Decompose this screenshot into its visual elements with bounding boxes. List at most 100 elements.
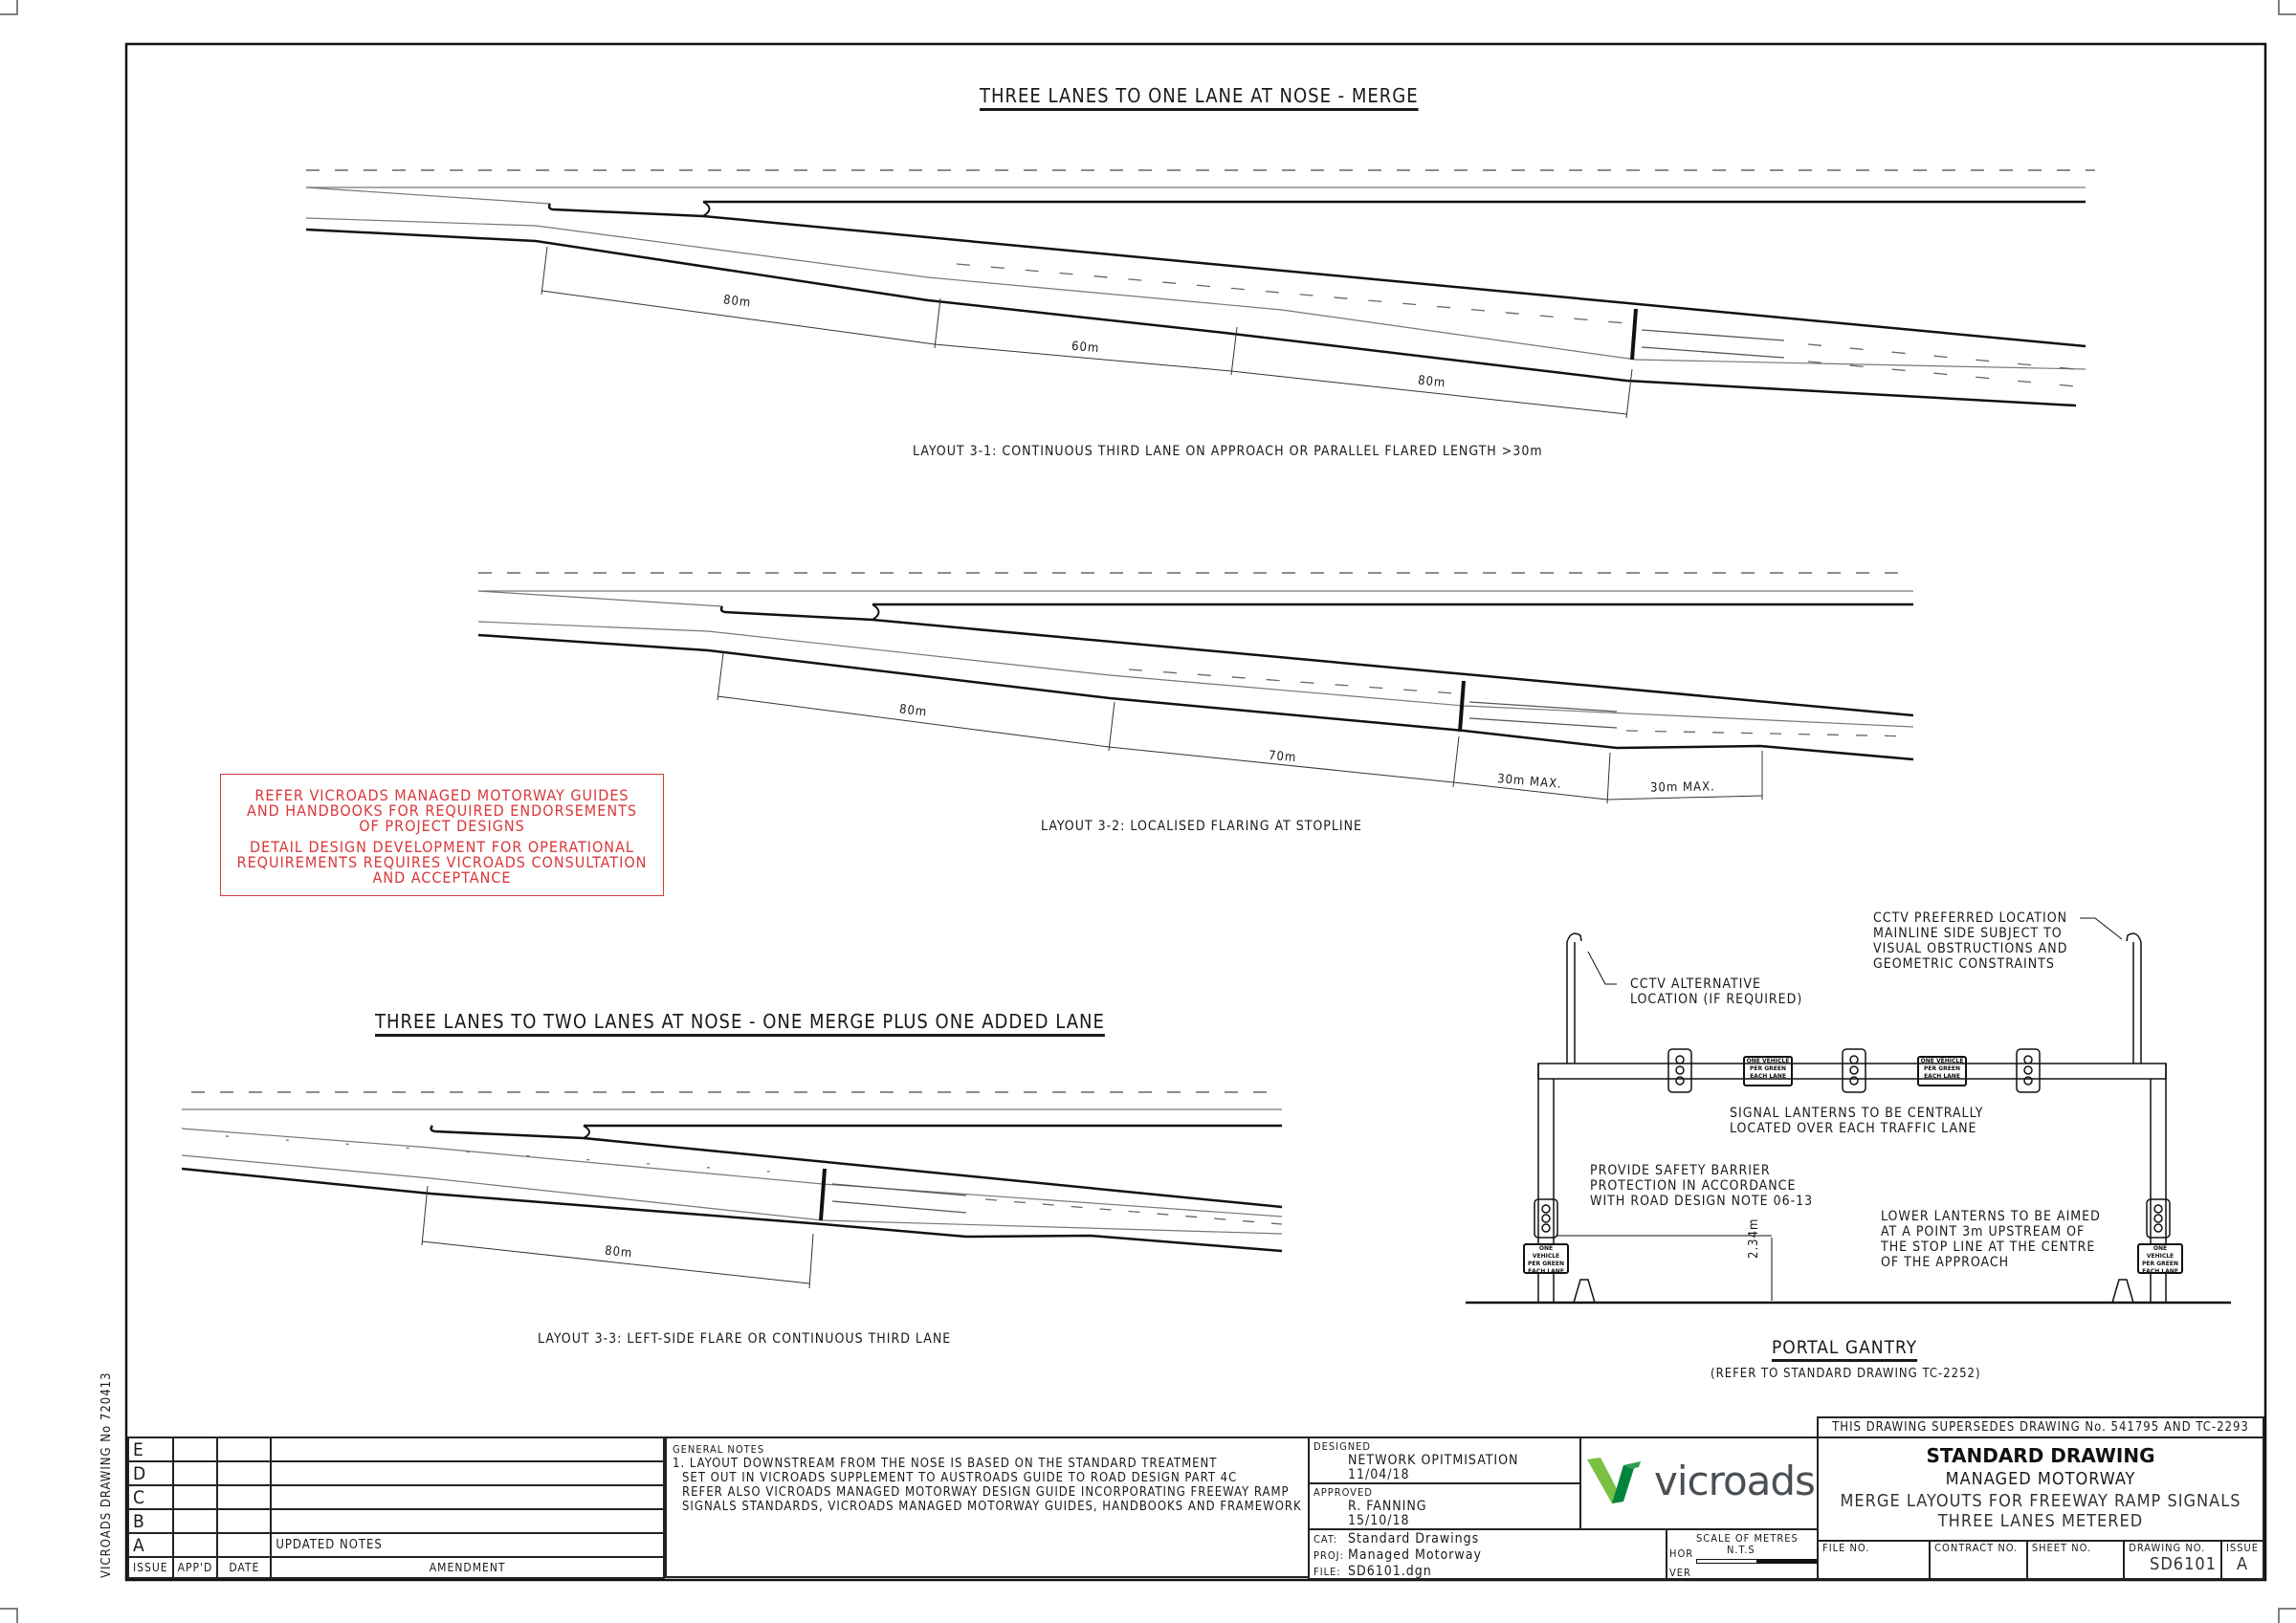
dim-label: 60m: [1071, 339, 1100, 357]
note-line: LOCATION (IF REQUIRED): [1630, 992, 1803, 1007]
issue-cell: A: [127, 1532, 174, 1558]
note-line: 1. LAYOUT DOWNSTREAM FROM THE NOSE IS BA…: [673, 1457, 1218, 1471]
sign-line: PER GREEN: [1528, 1261, 1564, 1267]
amendment-cell: [270, 1484, 665, 1510]
vicroads-logo-icon: [1587, 1458, 1641, 1503]
note-line: SET OUT IN VICROADS SUPPLEMENT TO AUSTRO…: [682, 1471, 1238, 1485]
header-appd: APP'D: [171, 1556, 219, 1579]
appd-cell: [171, 1532, 219, 1558]
scale-box: SCALE OF METRES N.T.S HOR VER: [1666, 1528, 1819, 1580]
note-line: PROTECTION IN ACCORDANCE: [1590, 1178, 1797, 1194]
portal-gantry-drawing: [1466, 917, 2231, 1305]
notice-line: DETAIL DESIGN DEVELOPMENT FOR OPERATIONA…: [250, 838, 634, 856]
general-notes: GENERAL NOTES 1. LAYOUT DOWNSTREAM FROM …: [665, 1437, 1310, 1578]
amendment-cell: UPDATED NOTES: [270, 1532, 665, 1558]
drawing-no-value: SD6101: [2150, 1554, 2218, 1574]
vicroads-logo-text: vicroads: [1654, 1458, 1816, 1504]
date-cell: [216, 1484, 273, 1510]
header-issue: ISSUE: [127, 1556, 174, 1579]
layout-3-1-drawing: [305, 169, 2095, 419]
contract-no-label: CONTRACT NO.: [1934, 1542, 2019, 1554]
sign-line: ONE VEHICLE: [2146, 1245, 2175, 1260]
project-info-box: CAT:Standard Drawings PROJ:Managed Motor…: [1308, 1528, 1667, 1580]
scale-hor: HOR: [1669, 1547, 1694, 1560]
portal-gantry-title: PORTAL GANTRY: [1772, 1337, 1918, 1358]
cat-value: Standard Drawings: [1348, 1531, 1480, 1546]
lower-lanterns-note: LOWER LANTERNS TO BE AIMED AT A POINT 3m…: [1881, 1209, 2101, 1270]
scale-ver: VER: [1669, 1567, 1691, 1579]
cctv-alternative-note: CCTV ALTERNATIVE LOCATION (IF REQUIRED): [1630, 976, 1802, 1007]
sheet-no-label: SHEET NO.: [2031, 1542, 2092, 1554]
designed-box: DESIGNED NETWORK OPITMISATION 11/04/18: [1308, 1437, 1581, 1484]
issue-cell: D: [127, 1460, 174, 1486]
issue-cell: B: [127, 1508, 174, 1534]
notice-line: REQUIREMENTS REQUIRES VICROADS CONSULTAT…: [236, 853, 648, 871]
dim-label: 80m: [604, 1243, 633, 1261]
designed-name: NETWORK OPITMISATION: [1348, 1453, 1519, 1468]
barrier-note: PROVIDE SAFETY BARRIER PROTECTION IN ACC…: [1590, 1163, 1813, 1209]
sign-line: PER GREEN: [2142, 1261, 2178, 1267]
date-cell: [216, 1460, 273, 1486]
standard-drawing-heading: STANDARD DRAWING: [1926, 1444, 2155, 1467]
dim-label: 70m: [1268, 748, 1297, 766]
height-dimension: 2.34m: [1747, 1217, 1761, 1259]
approved-date: 15/10/18: [1348, 1513, 1410, 1528]
drawing-no-field: DRAWING NO.SD6101: [2123, 1540, 2223, 1580]
date-cell: [216, 1508, 273, 1534]
layout-3-2-caption: LAYOUT 3-2: LOCALISED FLARING AT STOPLIN…: [1041, 819, 1362, 834]
note-line: REFER ALSO VICROADS MANAGED MOTORWAY DES…: [682, 1485, 1290, 1500]
appd-cell: [171, 1437, 219, 1462]
supersedes-note: THIS DRAWING SUPERSEDES DRAWING No. 5417…: [1817, 1416, 2264, 1438]
appd-cell: [171, 1508, 219, 1534]
date-cell: [216, 1532, 273, 1558]
description-line: MERGE LAYOUTS FOR FREEWAY RAMP SIGNALS: [1840, 1491, 2241, 1511]
notice-line: OF PROJECT DESIGNS: [359, 817, 525, 835]
table-row: C: [127, 1484, 665, 1510]
scale-heading: SCALE OF METRES: [1696, 1532, 1799, 1545]
table-row: A UPDATED NOTES: [127, 1532, 665, 1558]
note-line: CCTV PREFERRED LOCATION: [1873, 910, 2068, 926]
appd-cell: [171, 1484, 219, 1510]
date-cell: [216, 1437, 273, 1462]
amendment-cell: [270, 1460, 665, 1486]
layout-3-3-caption: LAYOUT 3-3: LEFT-SIDE FLARE OR CONTINUOU…: [538, 1331, 952, 1347]
note-line: SIGNAL LANTERNS TO BE CENTRALLY: [1730, 1106, 1984, 1121]
drawing-fields-table: FILE NO. CONTRACT NO. SHEET NO. DRAWING …: [1816, 1540, 2264, 1580]
header-amendment: AMENDMENT: [270, 1556, 665, 1579]
note-line: GEOMETRIC CONSTRAINTS: [1873, 956, 2055, 972]
proj-label: PROJ:: [1314, 1549, 1344, 1562]
sign-line: EACH LANE: [1750, 1073, 1786, 1080]
portal-gantry-subtitle: (REFER TO STANDARD DRAWING TC-2252): [1711, 1367, 1981, 1381]
drawing-title-box: STANDARD DRAWING MANAGED MOTORWAY MERGE …: [1817, 1437, 2264, 1542]
notice-line: AND HANDBOOKS FOR REQUIRED ENDORSEMENTS: [246, 801, 638, 820]
dim-label: 80m: [1417, 373, 1446, 391]
proj-value: Managed Motorway: [1348, 1547, 1482, 1563]
file-no-label: FILE NO.: [1822, 1542, 1870, 1554]
note-line: OF THE APPROACH: [1881, 1255, 2010, 1270]
note-line: THE STOP LINE AT THE CENTRE: [1881, 1239, 2096, 1255]
file-no-field: FILE NO.: [1816, 1540, 1932, 1580]
note-line: WITH ROAD DESIGN NOTE 06-13: [1590, 1194, 1814, 1209]
sign-line: ONE VEHICLE: [1532, 1245, 1560, 1260]
appd-cell: [171, 1460, 219, 1486]
section-title-merge-two-lanes: THREE LANES TO TWO LANES AT NOSE - ONE M…: [375, 1010, 1105, 1033]
approved-label: APPROVED: [1314, 1486, 1373, 1499]
general-notes-heading: GENERAL NOTES: [673, 1443, 765, 1456]
note-line: VISUAL OBSTRUCTIONS AND: [1873, 941, 2068, 956]
note-line: LOCATED OVER EACH TRAFFIC LANE: [1730, 1121, 1977, 1136]
note-line: LOWER LANTERNS TO BE AIMED: [1881, 1209, 2101, 1224]
note-line: MAINLINE SIDE SUBJECT TO: [1873, 926, 2063, 941]
sign-line: EACH LANE: [1528, 1268, 1564, 1275]
note-line: PROVIDE SAFETY BARRIER: [1590, 1163, 1771, 1178]
amendment-cell: [270, 1508, 665, 1534]
table-row: FILE NO. CONTRACT NO. SHEET NO. DRAWING …: [1816, 1540, 2264, 1580]
contract-no-field: CONTRACT NO.: [1929, 1540, 2028, 1580]
approved-name: R. FANNING: [1348, 1499, 1427, 1514]
table-row: E: [127, 1437, 665, 1462]
